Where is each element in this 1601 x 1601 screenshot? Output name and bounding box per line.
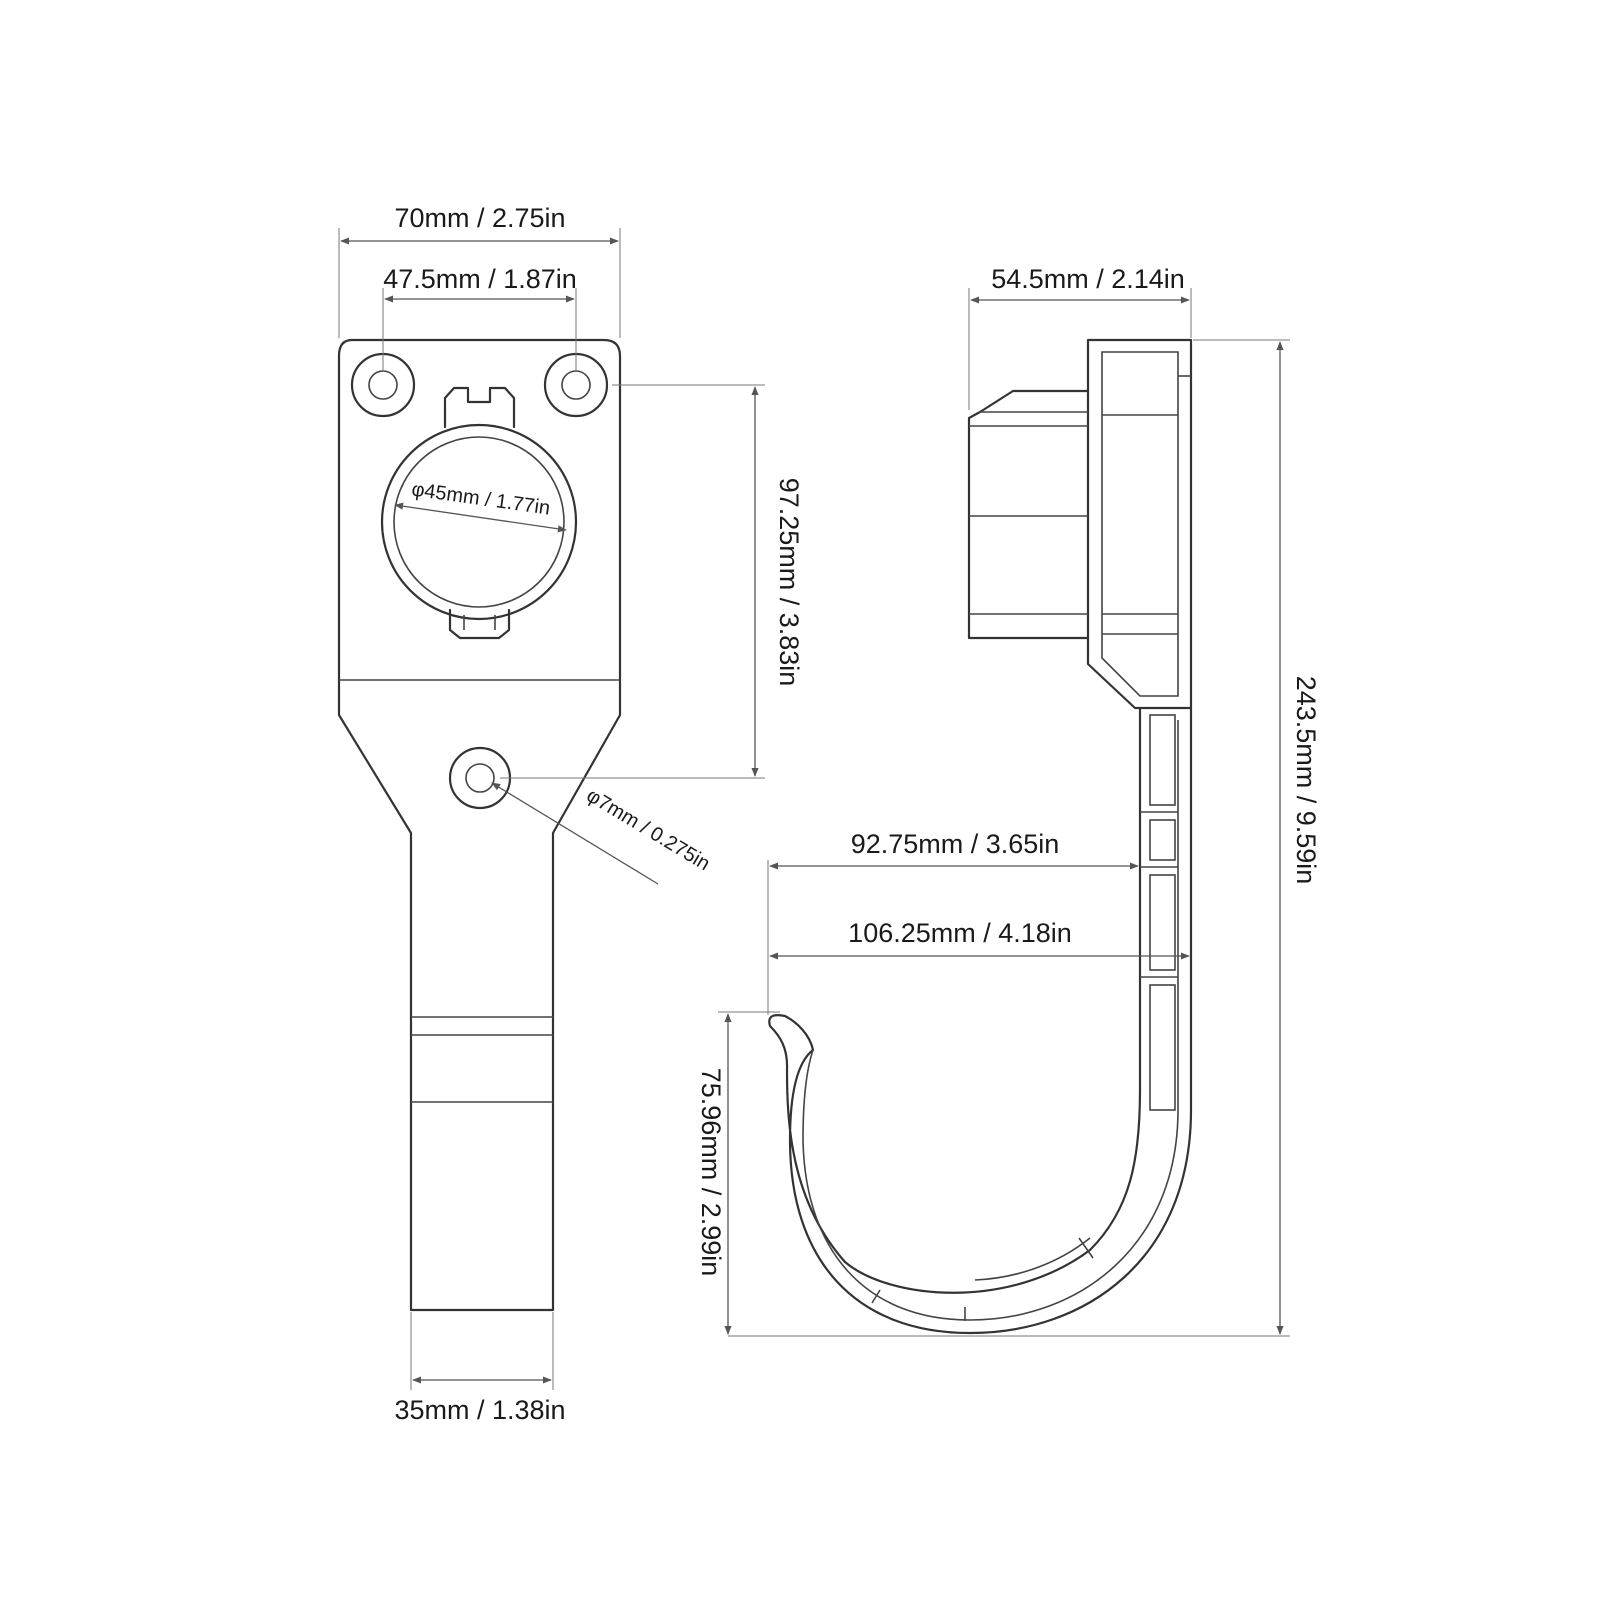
side-dimensions [718, 288, 1290, 1337]
front-dimensions [338, 228, 765, 1390]
arm-slot-2 [1149, 819, 1176, 861]
side-hook-inner-reach-label: 92.75mm / 3.65in [851, 829, 1060, 859]
front-hole-height-label: 97.25mm / 3.83in [774, 478, 804, 687]
side-hook-depth-label: 75.96mm / 2.99in [696, 1068, 726, 1277]
side-hook-outer-reach-label: 106.25mm / 4.18in [848, 918, 1072, 948]
arm-slot-3 [1149, 874, 1176, 971]
arm-slot-4 [1149, 984, 1176, 1111]
front-small-hole-label: φ7mm / 0.275in [583, 784, 714, 875]
front-stem-width-label: 35mm / 1.38in [394, 1395, 565, 1425]
side-plate-depth-label: 54.5mm / 2.14in [991, 264, 1185, 294]
side-view [768, 338, 1193, 1335]
side-hook-outline [768, 706, 1193, 1335]
front-hole-spacing-label: 47.5mm / 1.87in [383, 264, 577, 294]
side-socket-boss [967, 389, 1090, 640]
side-overall-height-label: 243.5mm / 9.59in [1291, 676, 1321, 885]
front-view [337, 338, 622, 1312]
front-overall-width-label: 70mm / 2.75in [394, 203, 565, 233]
socket-ring [380, 386, 578, 640]
side-back-plate [1086, 338, 1193, 710]
arm-slot-1 [1149, 714, 1176, 806]
front-socket-diameter-label: φ45mm / 1.77in [410, 478, 551, 519]
front-plate-outline [337, 338, 622, 1312]
